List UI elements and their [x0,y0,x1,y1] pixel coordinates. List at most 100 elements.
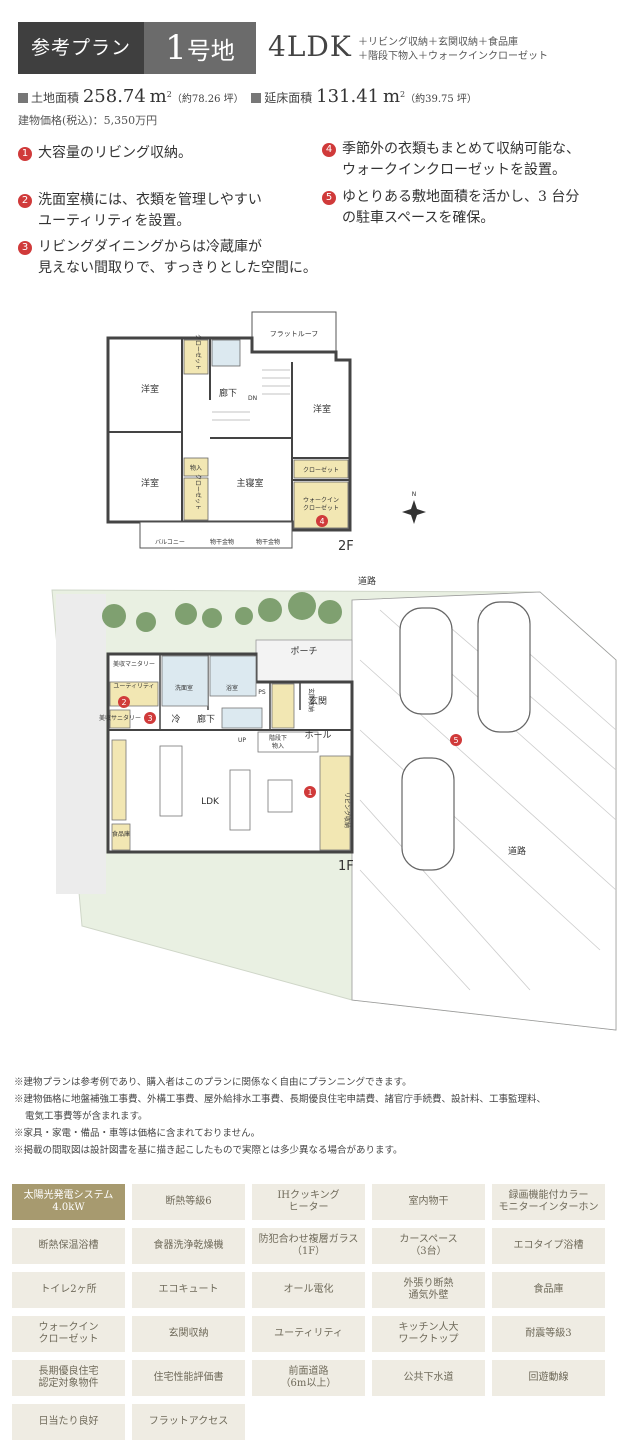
under-stairs-label-1: 階段下 [269,734,287,742]
balcony-label: バルコニー [155,539,185,546]
car-2 [477,601,531,733]
closet-2f-2: クローゼット [194,474,202,510]
feature-tag: 断熱保温浴槽 [12,1228,125,1264]
master-bedroom: 主寝室 [236,477,263,489]
feature-tag: ウォークイン クローゼット [12,1316,125,1352]
feature-tag: 住宅性能評価書 [132,1360,245,1396]
wic-label-2: クローゼット [303,504,339,512]
feature-tag: 太陽光発電システム 4.0kW [12,1184,125,1220]
hall-label: ホール [304,730,331,741]
up-label: UP [238,737,246,744]
feature-tag: 公共下水道 [372,1360,485,1396]
note-3: ※家具・家電・備品・車等は価格に含まれておりません。 [14,1128,261,1139]
badge-4-marker [316,515,328,527]
feature-1-text: 大容量のリビング収納。 [38,145,192,161]
layout-extras: ＋リビング収納＋玄関収納＋食品庫 ＋階段下物入＋ウォークインクローゼット [358,36,548,64]
living-storage-label: リビング収納 [343,792,351,828]
badge-2: 2 [18,194,32,208]
area-stats: 土地面積 258.74 m2（約78.26 坪） 延床面積 131.41 m2（… [18,86,477,107]
feature-4-text-2: ウォークインクローゼットを設置。 [342,162,566,178]
badge-2-marker: 2 [121,698,126,707]
badge-3: 3 [18,241,32,255]
land-unit-sup: 2 [166,90,172,99]
down-label: DN [248,395,257,402]
badge-4: 4 [322,143,336,157]
closet-2f-right: クローゼット [303,466,339,474]
hallway-2f: 廊下 [219,387,237,399]
note-2-cont: 電気工事費等が含まれます。 [25,1111,148,1122]
feature-tag: IHクッキング ヒーター [252,1184,365,1220]
road-top-label: 道路 [358,575,376,587]
note-2: ※建物価格に地盤補強工事費、外構工事費、屋外給排水工事費、長期優良住宅申請費、諸… [14,1094,547,1105]
ldk-label: LDK [201,797,220,807]
feature-4-text-1: 季節外の衣類もまとめて収納可能な、 [342,141,580,157]
land-area-label: 土地面積 [31,91,80,105]
siteplan-1f: 美収マニタリー ユーティリティ 洗面室 浴室 PS 玄関収納 美収サニタリー U… [51,575,617,1031]
land-area-unit: m [149,86,167,107]
feature-tag: フラットアクセス [132,1404,245,1440]
square-bullet-icon [251,93,262,103]
badge-5: 5 [322,191,336,205]
gravel-strip [56,594,106,894]
note-1: ※建物プランは参考例であり、購入者はこのプランに関係なく自由にプランニングできま… [14,1077,412,1088]
note-4: ※掲載の間取図は設計図書を基に描き起こしたもので実際とは多少異なる場合があります… [14,1145,403,1156]
feature-2-text-1: 洗面室横には、衣類を管理しやすい [38,192,262,208]
western-room-2: 洋室 [141,477,159,489]
pantry-label: 食品庫 [112,830,130,838]
feature-tag: ユーティリティ [252,1316,365,1352]
car-3 [401,757,455,871]
feature-tag: トイレ2ヶ所 [12,1272,125,1308]
layout-type: 4LDK [268,30,352,63]
hallway-1f: 廊下 [197,713,215,725]
feature-3-text-2: 見えない間取りで、すっきりとした空間に。 [38,260,317,276]
feature-tag: 断熱等級6 [132,1184,245,1220]
entrance-label: 玄関 [309,695,327,707]
porch-label: ポーチ [290,646,317,657]
floor-area-value: 131.41 [316,86,380,107]
wic-label-1: ウォークイン [303,496,339,504]
feature-tag: オール電化 [252,1272,365,1308]
square-bullet-icon [18,93,28,103]
layout-extras-line1: ＋リビング収納＋玄関収納＋食品庫 [358,37,518,48]
western-room-3: 洋室 [313,403,331,415]
feature-tag: 玄関収納 [132,1316,245,1352]
utility-label: ユーティリティ [113,683,154,690]
land-area-value: 258.74 [82,86,146,107]
compass-icon: N [402,491,426,524]
beauty-monitor: 美収マニタリー [113,660,155,668]
badge-1-marker: 1 [307,788,312,797]
feature-tag: 録画機能付カラー モニターインターホン [492,1184,605,1220]
flat-roof [251,311,337,353]
porch [255,639,353,685]
badge-4-marker-text: 4 [319,517,324,526]
feature-tag: 食品庫 [492,1272,605,1308]
land-area-tsubo: （約78.26 坪） [171,94,244,105]
floor-area-tsubo: （約39.75 坪） [405,94,477,105]
floor-unit-sup: 2 [400,90,406,99]
lot-number-box: 1号地 [144,22,256,74]
ps-label: PS [258,689,266,696]
feature-tag: 室内物干 [372,1184,485,1220]
entrance-storage-label: 玄関収納 [307,688,315,712]
feature-3: 3 リビングダイニングからは冷蔵庫が 見えない間取りで、すっきりとした空間に。 [18,237,317,279]
plan-label: 参考プラン [18,22,144,74]
feature-2-text-2: ユーティリティを設置。 [38,213,191,229]
feature-tag: エコタイプ浴槽 [492,1228,605,1264]
closet-2f-1: クローゼット [194,334,202,370]
floor-label-2f: 2F [338,539,354,554]
feature-tag: エコキュート [132,1272,245,1308]
drying-hardware-2: 物干金物 [256,538,280,546]
feature-tag: カースペース （3台） [372,1228,485,1264]
feature-4: 4 季節外の衣類もまとめて収納可能な、 ウォークインクローゼットを設置。 [322,139,580,181]
western-room-1: 洋室 [141,383,159,395]
feature-3-text-1: リビングダイニングからは冷蔵庫が [38,239,262,255]
bath-label: 浴室 [226,684,238,692]
building-price: 建物価格(税込)：5,350万円 [18,114,158,127]
feature-tag: 防犯合わせ複層ガラス （1F） [252,1228,365,1264]
feature-tag: 食器洗浄乾燥機 [132,1228,245,1264]
feature-5-text-1: ゆとりある敷地面積を活かし、3 台分 [342,189,580,205]
car-1 [399,607,453,715]
washroom-label: 洗面室 [175,684,193,692]
